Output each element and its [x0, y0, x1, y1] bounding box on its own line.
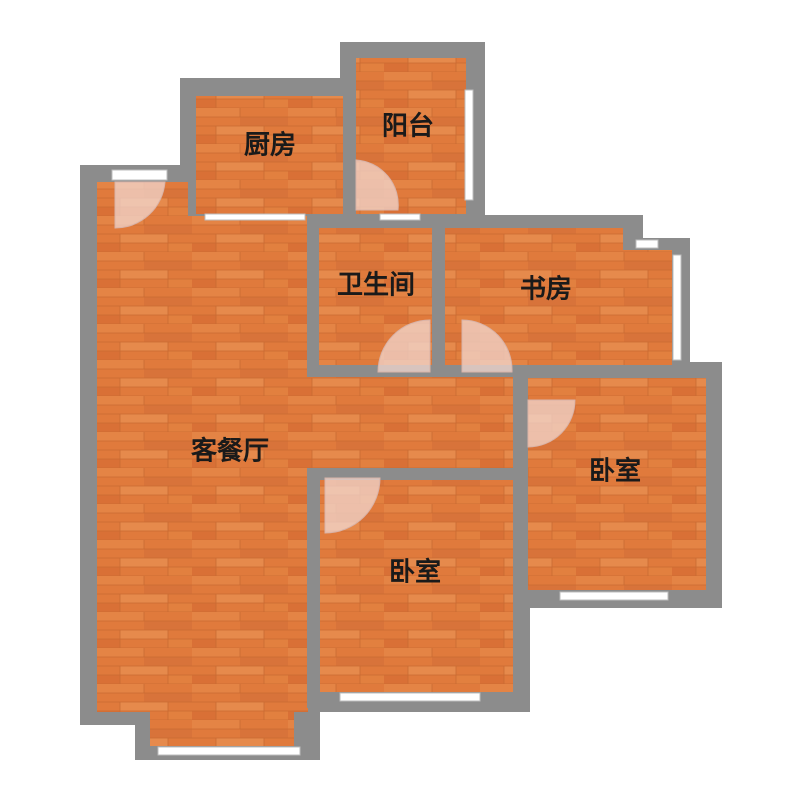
window-balcony-side [464, 89, 474, 201]
label-bathroom: 卫生间 [337, 271, 415, 301]
label-living-dining: 客餐厅 [191, 436, 269, 467]
door-bathroom [377, 319, 431, 373]
door-bedroom-right [527, 399, 576, 448]
doors [114, 159, 576, 534]
window-kitchen [204, 213, 306, 221]
window-study-top [635, 239, 659, 249]
label-bedroom-right: 卧室 [589, 456, 641, 487]
window-entry [111, 169, 168, 181]
door-balcony [355, 159, 399, 211]
window-bedroom-center [339, 692, 481, 702]
door-entry [114, 181, 166, 229]
window-balcony-bottom [379, 213, 421, 221]
label-kitchen: 厨房 [244, 131, 296, 161]
room-labels: 厨房 阳台 卫生间 书房 客餐厅 卧室 卧室 [191, 111, 641, 588]
windows [111, 89, 682, 756]
label-study: 书房 [520, 275, 572, 305]
kitchen-floor [196, 96, 344, 214]
window-living [157, 746, 301, 756]
door-study [461, 319, 513, 373]
window-bedroom-right [559, 591, 669, 601]
living-floor [97, 182, 513, 746]
label-balcony: 阳台 [382, 111, 434, 142]
label-bedroom-center: 卧室 [389, 557, 441, 588]
window-study [672, 254, 682, 361]
study-nook-floor [620, 250, 672, 365]
door-bedroom-center [324, 477, 381, 534]
